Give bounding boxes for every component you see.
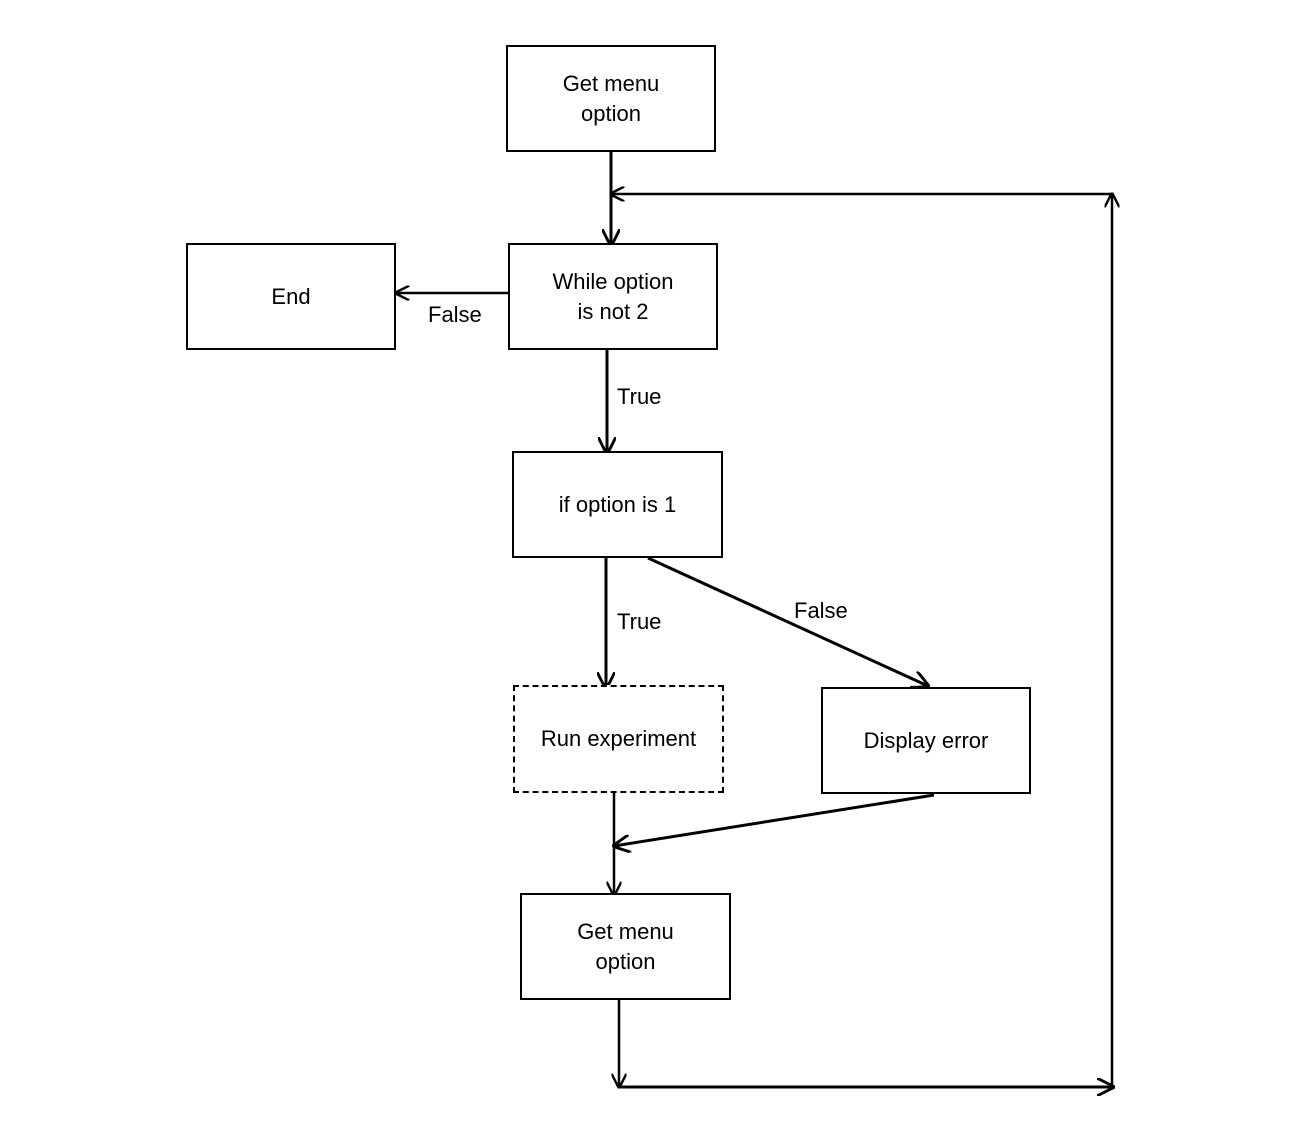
get-menu-option-top-label: Get menu option xyxy=(562,70,660,126)
run-experiment-label: Run experiment xyxy=(540,726,697,751)
if-condition-label: if option is 1 xyxy=(558,491,677,517)
edge-label-while-false: False xyxy=(428,302,482,327)
get-menu-option-bottom-label: Get menu option xyxy=(577,918,674,974)
display-error-box: Display error xyxy=(821,687,1031,794)
display-error-label: Display error xyxy=(863,727,989,753)
end-box: End xyxy=(186,243,396,350)
run-experiment-box: Run experiment xyxy=(513,685,724,793)
end-label: End xyxy=(271,283,311,309)
while-condition-label: While option is not 2 xyxy=(552,268,674,324)
arrow-if-to-display-error xyxy=(647,556,928,686)
edge-label-while-true: True xyxy=(617,384,662,409)
edge-label-if-true: True xyxy=(617,609,662,634)
arrow-display-error-to-merge xyxy=(614,793,935,846)
get-menu-option-box-top: Get menu option xyxy=(506,45,716,152)
edge-label-if-false: False xyxy=(794,598,848,623)
get-menu-option-box-bottom: Get menu option xyxy=(520,893,731,1000)
if-condition-box: if option is 1 xyxy=(512,451,723,558)
while-condition-box: While option is not 2 xyxy=(508,243,718,350)
